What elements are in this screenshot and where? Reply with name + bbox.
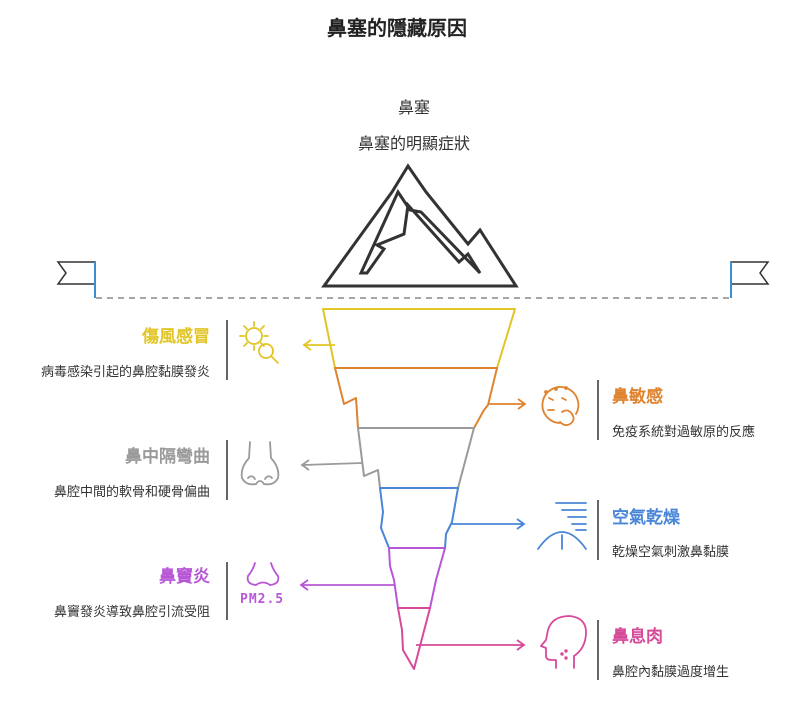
iceberg-sublabel: 鼻塞的明顯症狀: [357, 134, 470, 153]
layer-polyp: [397, 607, 431, 670]
layer-dry: [379, 487, 459, 549]
arrow-dry: [452, 518, 526, 530]
left-flag: [56, 261, 96, 298]
nose-icon: [240, 441, 280, 486]
layer-cold: [322, 308, 516, 369]
head-profile-icon: [540, 615, 587, 669]
arrow-septum: [300, 459, 363, 471]
sneeze-face-icon: [541, 386, 580, 427]
cause-title-septum: 鼻中隔彎曲: [125, 447, 210, 467]
layer-sinus: [388, 547, 446, 609]
cause-desc-sinus: 鼻竇發炎導致鼻腔引流受阻: [53, 605, 210, 620]
dividers: [226, 320, 599, 680]
right-flag: [730, 261, 770, 298]
cause-title-dry: 空氣乾燥: [612, 508, 680, 528]
cause-desc-septum: 鼻腔中間的軟骨和硬骨偏曲: [53, 485, 210, 500]
cause-title-cold: 傷風感冒: [142, 327, 210, 347]
arrow-sinus: [299, 579, 394, 591]
cause-desc-cold: 病毒感染引起的鼻腔黏膜發炎: [40, 365, 210, 380]
iceberg-tip: [321, 163, 519, 288]
nose-pm25-icon: [246, 562, 280, 586]
virus-magnifier-icon: [239, 321, 279, 364]
layer-septum: [357, 427, 475, 489]
cause-title-sinus: 鼻竇炎: [159, 567, 210, 587]
arrow-polyp: [416, 639, 526, 651]
arrow-allergy: [489, 398, 527, 410]
dry-air-icon: [537, 502, 587, 550]
iceberg-underwater: [322, 308, 516, 670]
cause-desc-dry: 乾燥空氣刺激鼻黏膜: [612, 545, 730, 560]
cause-title-polyp: 鼻息肉: [612, 627, 663, 647]
layer-allergy: [334, 367, 498, 429]
arrow-cold: [302, 339, 335, 351]
diagram-title: 鼻塞的隱藏原因: [327, 16, 467, 40]
cause-desc-allergy: 免疫系統對過敏原的反應: [612, 425, 756, 440]
cause-title-allergy: 鼻敏感: [612, 387, 663, 407]
arrows: [299, 339, 527, 651]
cause-desc-polyp: 鼻腔內黏膜過度增生: [612, 665, 730, 680]
iceberg-label: 鼻塞: [397, 98, 430, 117]
pm25-label: PM2.5: [240, 592, 285, 607]
